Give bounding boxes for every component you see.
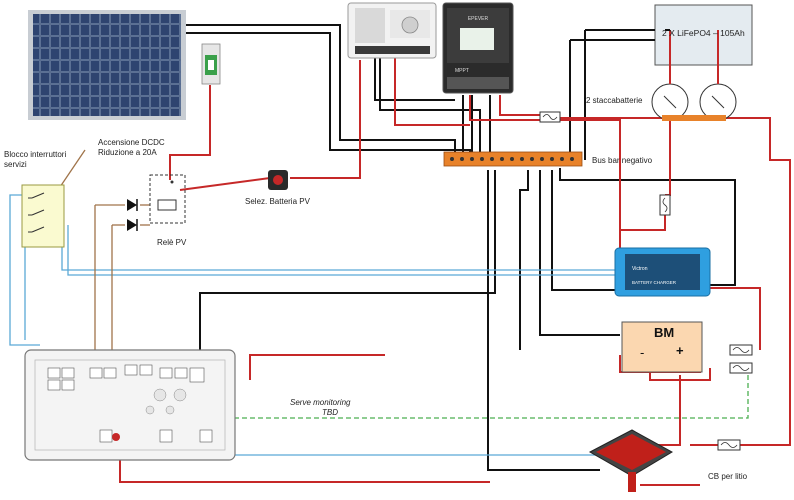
breaker-block-label-1: Blocco interruttori	[4, 150, 67, 159]
battery-bank-label: 2 X LiFePO4 – 105Ah	[662, 28, 745, 38]
disconnects-label: 2 staccabatterie	[586, 96, 643, 105]
monitoring-label-1: Serve monitoring	[290, 398, 351, 407]
battery-bank-box	[654, 4, 753, 66]
pv-selector-label: Selez. Batteria PV	[245, 197, 310, 206]
control-board	[24, 349, 236, 461]
pwm-charge-controller	[347, 2, 437, 59]
solar-panel	[28, 10, 186, 120]
battery-monitor-minus: -	[640, 345, 645, 360]
negative-bus-label: Bus bar negativo	[592, 156, 653, 165]
mppt-brand: EPEVER	[468, 16, 489, 22]
fuses	[539, 111, 753, 451]
dcdc-ignition-label-2: Riduzione a 20A	[98, 148, 157, 157]
pv-battery-selector	[268, 170, 288, 190]
battery-monitor-box	[621, 321, 703, 373]
monitoring-label-2: TBD	[322, 408, 338, 417]
battery-monitor-title: BM	[654, 325, 675, 340]
pv-relay	[149, 174, 186, 224]
battery-disconnect-switches	[651, 30, 737, 121]
signal-wires-brown	[57, 149, 150, 370]
negative-bus-bar	[443, 151, 583, 167]
relay-label: Relè PV	[157, 238, 187, 247]
battery-terminal-wires	[570, 29, 670, 41]
mppt-charge-controller: EPEVER MPPT	[442, 2, 514, 94]
lithium-charger	[588, 429, 674, 492]
dcdc-brand: Victron	[632, 266, 648, 272]
diodes	[127, 199, 138, 231]
monitor-wire-dashed	[162, 375, 749, 419]
dcdc-charger: Victron BATTERY CHARGER	[614, 247, 711, 297]
negative-wires	[180, 24, 736, 471]
mppt-model: MPPT	[455, 68, 469, 74]
breaker-block	[21, 184, 65, 248]
battery-monitor-plus: +	[676, 343, 684, 358]
breaker-block-label-2: servizi	[4, 160, 27, 169]
dcdc-text: BATTERY CHARGER	[632, 280, 677, 285]
dcdc-ignition-label-1: Accensione DCDC	[98, 138, 165, 147]
lithium-charger-label: CB per litio	[708, 472, 748, 481]
pv-breaker	[201, 43, 221, 85]
